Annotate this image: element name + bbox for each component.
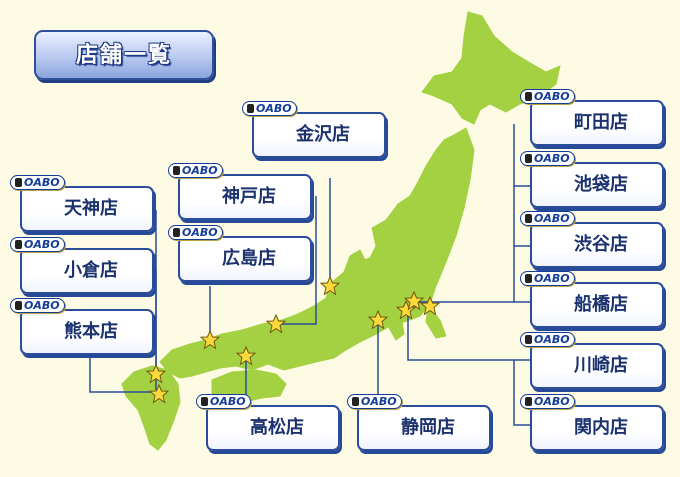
store-button-shizuoka[interactable]: OABO 静岡店 [347,394,491,451]
store-button-kannai[interactable]: OABO 関内店 [520,394,664,451]
awaji-island [271,339,283,357]
oabo-logo: OABO [347,394,402,409]
store-button-ikebukuro[interactable]: OABO 池袋店 [520,151,664,208]
store-label: 熊本店 [64,321,118,342]
oabo-logo: OABO [242,101,297,116]
star-icon[interactable] [368,310,388,329]
store-button-tenjin[interactable]: OABO 天神店 [10,175,154,232]
store-label: 静岡店 [401,417,455,438]
star-icon[interactable] [146,364,166,383]
store-label: 神戸店 [222,186,276,207]
store-label: 広島店 [222,248,276,269]
store-button-kawasaki[interactable]: OABO 川崎店 [520,332,664,389]
oabo-logo: OABO [520,332,575,347]
store-label: 船橋店 [574,294,628,315]
kyushu-region [121,365,181,451]
store-button-takamatsu[interactable]: OABO 高松店 [196,394,340,451]
store-label: 関内店 [574,417,628,438]
store-button-funabashi[interactable]: OABO 船橋店 [520,271,664,328]
oabo-logo: OABO [196,394,251,409]
star-icon[interactable] [266,314,286,333]
star-icon[interactable] [149,384,169,403]
star-icon[interactable] [200,330,220,349]
oabo-logo: OABO [520,89,575,104]
store-label: 渋谷店 [574,234,628,255]
oabo-logo: OABO [520,271,575,286]
store-button-kumamoto[interactable]: OABO 熊本店 [10,298,154,355]
store-button-kanazawa[interactable]: OABO 金沢店 [242,101,386,158]
oabo-logo: OABO [520,211,575,226]
store-label: 天神店 [64,198,118,219]
oabo-logo: OABO [10,237,65,252]
oabo-logo: OABO [10,298,65,313]
store-button-kokura[interactable]: OABO 小倉店 [10,237,154,294]
oabo-logo: OABO [520,151,575,166]
store-label: 池袋店 [574,174,628,195]
store-label: 高松店 [250,417,304,438]
star-icon[interactable] [320,276,340,295]
page-title: 店舗一覧 [34,30,214,80]
store-label: 川崎店 [574,355,628,376]
store-label: 小倉店 [64,260,118,281]
oabo-logo: OABO [168,163,223,178]
star-icon[interactable] [420,296,440,315]
izu-peninsula [387,321,405,341]
boso-peninsula [425,305,447,339]
oabo-logo: OABO [168,225,223,240]
store-button-hiroshima[interactable]: OABO 広島店 [168,225,312,282]
store-button-kobe[interactable]: OABO 神戸店 [168,163,312,220]
noto-peninsula [343,249,367,273]
oabo-logo: OABO [10,175,65,190]
oabo-logo: OABO [520,394,575,409]
store-label: 町田店 [574,112,628,133]
store-button-machida[interactable]: OABO 町田店 [520,89,664,146]
star-icon[interactable] [236,346,256,365]
store-label: 金沢店 [296,124,350,145]
store-button-shibuya[interactable]: OABO 渋谷店 [520,211,664,268]
